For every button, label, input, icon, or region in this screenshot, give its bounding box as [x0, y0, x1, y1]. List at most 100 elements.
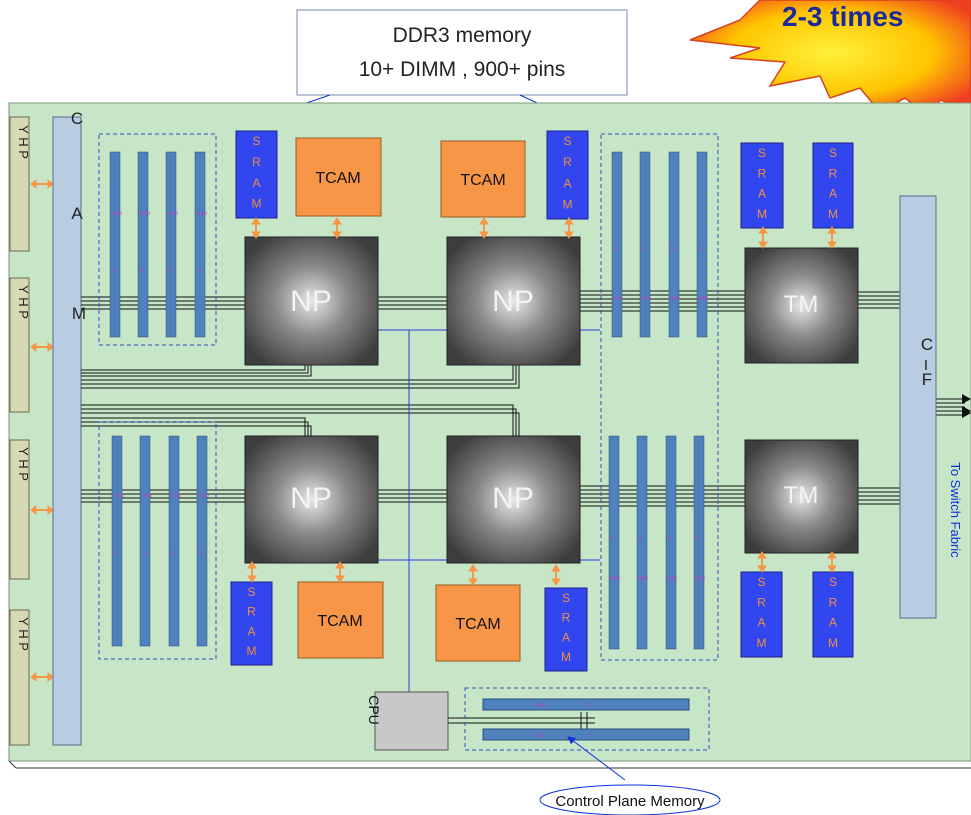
sram-letter: M	[247, 644, 257, 658]
sram-letter: R	[829, 595, 838, 609]
svg-text:s: s	[668, 536, 671, 542]
mac-block: C A M	[52, 109, 86, 746]
control-plane-callout-ellipse	[539, 784, 721, 815]
np-chip-top-left: NP	[244, 236, 379, 366]
dimm	[639, 151, 651, 338]
sram-letter: M	[757, 636, 767, 650]
ddr3-callout-line2: 10+ DIMM , 900+ pins	[359, 58, 566, 81]
sram-letter: R	[829, 166, 838, 180]
svg-text:s: s	[590, 703, 593, 709]
svg-text:s: s	[141, 268, 144, 274]
svg-text:s: s	[198, 268, 201, 274]
np-label: NP	[492, 285, 534, 318]
tm-chip-bottom: TM	[744, 439, 859, 554]
np-label: NP	[492, 482, 534, 515]
dimm	[111, 435, 123, 647]
sram-letter: S	[758, 146, 766, 160]
svg-text:ooo: ooo	[199, 493, 210, 499]
svg-text:s: s	[113, 268, 116, 274]
svg-text:s: s	[169, 268, 172, 274]
dimm-group-top-left-outline	[98, 133, 217, 346]
sram-letter: R	[757, 595, 766, 609]
dimm-group-bottom-left	[98, 421, 217, 660]
phy-label-4: Y H P	[16, 617, 31, 651]
svg-text:s: s	[699, 246, 702, 252]
svg-text:s: s	[172, 551, 175, 557]
control-plane-lines	[378, 329, 600, 692]
mac-block-body	[52, 116, 82, 746]
svg-text:s: s	[590, 733, 593, 739]
svg-text:s: s	[671, 246, 674, 252]
cif-block: C I F	[899, 195, 937, 619]
sram-letter: A	[758, 187, 766, 201]
control-plane-dimm-1	[482, 698, 690, 711]
memory-access-arrows	[247, 217, 837, 586]
phy-label-2: Y H P	[16, 285, 31, 319]
dimm	[668, 151, 680, 338]
sram-letter: M	[828, 207, 838, 221]
fabric-arrowheads	[962, 394, 971, 418]
phy-block-1	[9, 116, 30, 252]
cif-letter-2: I	[924, 357, 928, 374]
svg-text:s: s	[614, 246, 617, 252]
svg-text:ooo: ooo	[535, 703, 546, 709]
sram-letter: A	[247, 624, 255, 638]
svg-text:s: s	[143, 551, 146, 557]
sram-letter: A	[252, 176, 260, 190]
dimm-group-right	[600, 133, 719, 661]
ddr3-callout-box	[296, 9, 628, 96]
svg-text:ooo: ooo	[698, 296, 709, 302]
sram-letter: S	[562, 591, 570, 605]
phy-label-1: Y H P	[16, 125, 31, 159]
tm-label: TM	[784, 291, 819, 318]
np-label: NP	[290, 285, 332, 318]
starburst-label: 2-3 times	[782, 1, 903, 32]
svg-text:ooo: ooo	[114, 493, 125, 499]
mac-letter-1: C	[71, 109, 83, 128]
sram-letter: A	[757, 616, 765, 630]
sram-letter: R	[562, 611, 571, 625]
dimm	[608, 435, 620, 650]
np-chip-top-right: NP	[446, 236, 581, 366]
svg-text:ooo: ooo	[613, 296, 624, 302]
dimm-group-right-outline	[600, 133, 719, 661]
cif-letter-3: F	[922, 370, 932, 389]
control-plane-callout-label: Control Plane Memory	[555, 793, 705, 810]
phy-label-3: Y H P	[16, 447, 31, 481]
svg-text:ooo: ooo	[197, 211, 208, 217]
sram-letter: S	[757, 575, 765, 589]
tcam-top-right: TCAM	[440, 140, 526, 218]
dimm	[168, 435, 180, 647]
control-plane-callout: Control Plane Memory	[539, 736, 721, 815]
svg-text:ooo: ooo	[670, 296, 681, 302]
sram-letter: M	[757, 207, 767, 221]
dimm	[665, 435, 677, 650]
switch-fabric-label: To Switch Fabric	[948, 462, 963, 558]
np-label: NP	[290, 482, 332, 515]
dimm	[611, 151, 623, 338]
sram-letter: A	[829, 616, 837, 630]
tcam-bottom-left: TCAM	[297, 581, 384, 659]
phy-block-3	[9, 439, 30, 580]
np-chip-bottom-right: NP	[446, 435, 581, 564]
tm-chip-top: TM	[744, 247, 859, 364]
control-plane-memory-outline	[464, 687, 710, 751]
sram-letter: R	[758, 166, 767, 180]
sram-letter: S	[829, 575, 837, 589]
cif-letter-1: C	[921, 335, 933, 354]
control-plane-dimm-2	[482, 728, 690, 741]
sram-letter: R	[247, 605, 256, 619]
sram-letter: R	[252, 155, 261, 169]
phy-block-2	[9, 277, 30, 413]
ddr3-callout-line1: DDR3 memory	[393, 24, 532, 47]
dimm	[109, 151, 121, 338]
